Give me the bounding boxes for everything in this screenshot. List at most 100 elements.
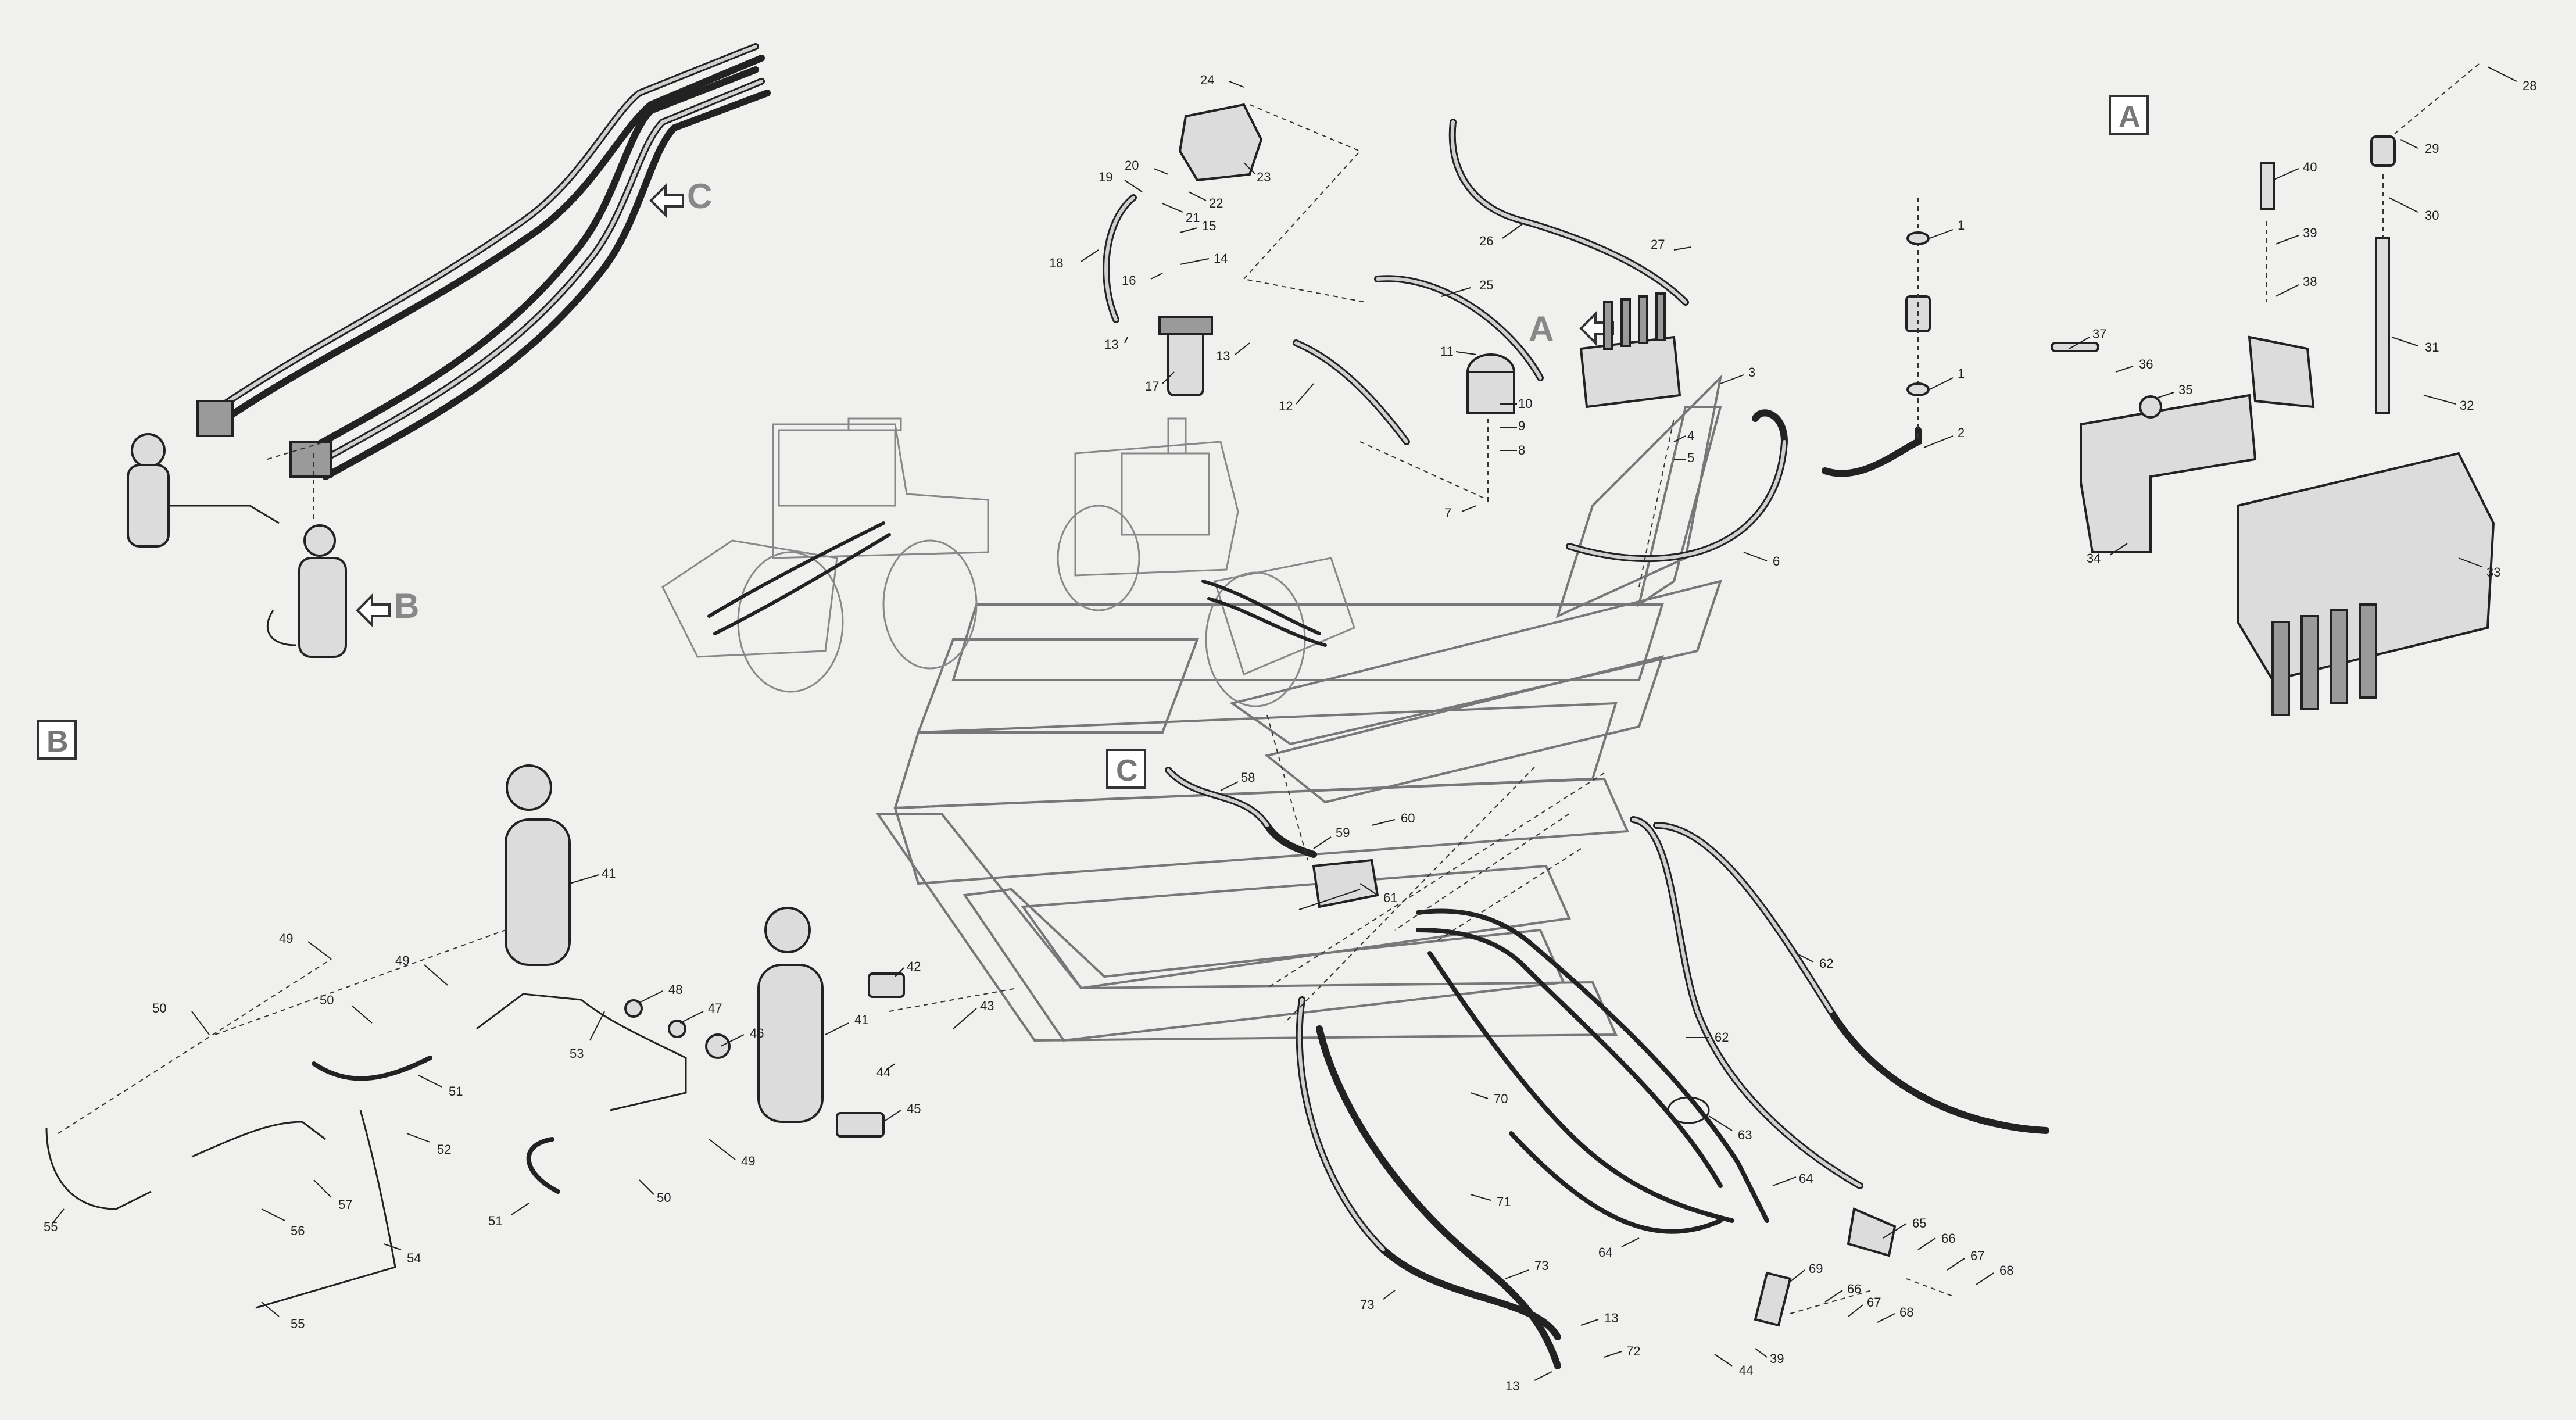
hose-bundle-group-c	[127, 43, 771, 658]
label-49-a: 49	[279, 931, 293, 946]
label-70: 70	[1494, 1092, 1508, 1106]
label-66-b: 66	[1847, 1282, 1861, 1296]
label-13-right: 13	[1216, 349, 1230, 363]
label-68-b: 68	[1899, 1305, 1913, 1319]
label-44-bottom: 44	[1739, 1363, 1753, 1378]
label-63: 63	[1738, 1128, 1752, 1142]
label-42: 42	[907, 959, 921, 974]
label-24: 24	[1200, 73, 1214, 87]
label-1-lower: 1	[1958, 366, 1965, 381]
label-3: 3	[1748, 365, 1755, 380]
label-5: 5	[1687, 450, 1694, 465]
label-73-a: 73	[1534, 1258, 1548, 1273]
label-41-left: 41	[602, 866, 616, 881]
label-12: 12	[1279, 399, 1293, 413]
label-1-upper: 1	[1958, 218, 1965, 233]
label-27: 27	[1651, 237, 1665, 252]
label-62-b: 62	[1715, 1030, 1729, 1045]
label-18: 18	[1049, 256, 1063, 270]
label-14: 14	[1214, 251, 1228, 266]
pointer-b-label: B	[394, 586, 419, 625]
callout-b-label: B	[46, 725, 69, 759]
label-60: 60	[1401, 811, 1415, 825]
label-43: 43	[980, 999, 994, 1013]
label-32: 32	[2460, 398, 2474, 413]
callout-a-label: A	[2119, 100, 2141, 134]
label-67-a: 67	[1970, 1249, 1984, 1263]
label-48: 48	[668, 982, 682, 997]
label-65: 65	[1912, 1216, 1926, 1231]
label-9: 9	[1518, 419, 1525, 433]
label-31: 31	[2425, 340, 2439, 355]
part-labels: 1 1 2 3 4 5 6 7 8 9 10 11 12 13 13 14 15…	[44, 66, 2536, 1393]
label-15: 15	[1202, 219, 1216, 233]
label-26: 26	[1479, 234, 1493, 248]
label-62-a: 62	[1819, 956, 1833, 971]
label-50-c: 50	[657, 1190, 671, 1205]
label-47: 47	[708, 1001, 722, 1015]
label-58: 58	[1241, 770, 1255, 785]
label-67-b: 67	[1867, 1295, 1881, 1310]
label-51-a: 51	[449, 1084, 463, 1099]
callout-b: B	[37, 720, 77, 760]
cylinder-group-b	[45, 764, 1018, 1309]
label-30: 30	[2425, 208, 2439, 223]
label-66-a: 66	[1941, 1231, 1955, 1246]
tractor-front-view	[1057, 417, 1355, 707]
pointer-a: A	[1529, 309, 1614, 348]
pointer-c: C	[649, 177, 712, 218]
callout-a: A	[2109, 95, 2149, 135]
label-17: 17	[1145, 379, 1159, 394]
label-13-left: 13	[1104, 337, 1118, 352]
label-45: 45	[907, 1101, 921, 1116]
label-20: 20	[1125, 158, 1139, 173]
label-37: 37	[2092, 327, 2106, 341]
label-46: 46	[750, 1026, 764, 1040]
label-23: 23	[1257, 170, 1271, 184]
pointer-c-label: C	[687, 177, 712, 216]
callout-c-label: C	[1116, 754, 1138, 788]
label-19: 19	[1099, 170, 1112, 184]
label-29: 29	[2425, 141, 2439, 156]
label-53: 53	[570, 1046, 584, 1061]
label-10: 10	[1518, 396, 1532, 411]
background-logo	[875, 374, 1723, 1042]
callout-c: C	[1106, 749, 1146, 789]
label-25: 25	[1479, 278, 1493, 292]
label-64-b: 64	[1598, 1245, 1612, 1260]
valve-assembly-group-a	[2051, 63, 2495, 716]
label-6: 6	[1773, 554, 1780, 568]
label-61: 61	[1383, 890, 1397, 905]
label-7: 7	[1444, 506, 1451, 520]
pump-filter-valve-group	[1103, 103, 1931, 588]
label-71: 71	[1497, 1194, 1511, 1209]
label-72: 72	[1626, 1344, 1640, 1358]
label-8: 8	[1518, 443, 1525, 457]
label-51-b: 51	[488, 1214, 502, 1228]
label-35: 35	[2178, 382, 2192, 397]
label-55-b: 55	[291, 1317, 305, 1331]
label-34: 34	[2087, 551, 2101, 566]
label-49-b: 49	[395, 953, 409, 968]
label-22: 22	[1209, 196, 1223, 210]
label-36: 36	[2139, 357, 2153, 371]
label-73-b: 73	[1360, 1297, 1374, 1312]
label-57: 57	[338, 1197, 352, 1212]
pointer-a-label: A	[1529, 309, 1554, 348]
label-41-right: 41	[854, 1013, 868, 1027]
label-52: 52	[437, 1142, 451, 1157]
tractor-rear-view	[661, 417, 989, 693]
label-4: 4	[1687, 428, 1694, 443]
label-64-a: 64	[1799, 1171, 1813, 1186]
label-49-c: 49	[741, 1154, 755, 1168]
label-38: 38	[2303, 274, 2317, 289]
label-68-a: 68	[1999, 1263, 2013, 1278]
label-39-b: 39	[1770, 1351, 1784, 1366]
label-21: 21	[1186, 210, 1200, 225]
label-44-left: 44	[876, 1065, 890, 1079]
label-13-bottom-a: 13	[1604, 1311, 1618, 1325]
label-16: 16	[1122, 273, 1136, 288]
label-56: 56	[291, 1224, 305, 1238]
label-33: 33	[2486, 565, 2500, 580]
